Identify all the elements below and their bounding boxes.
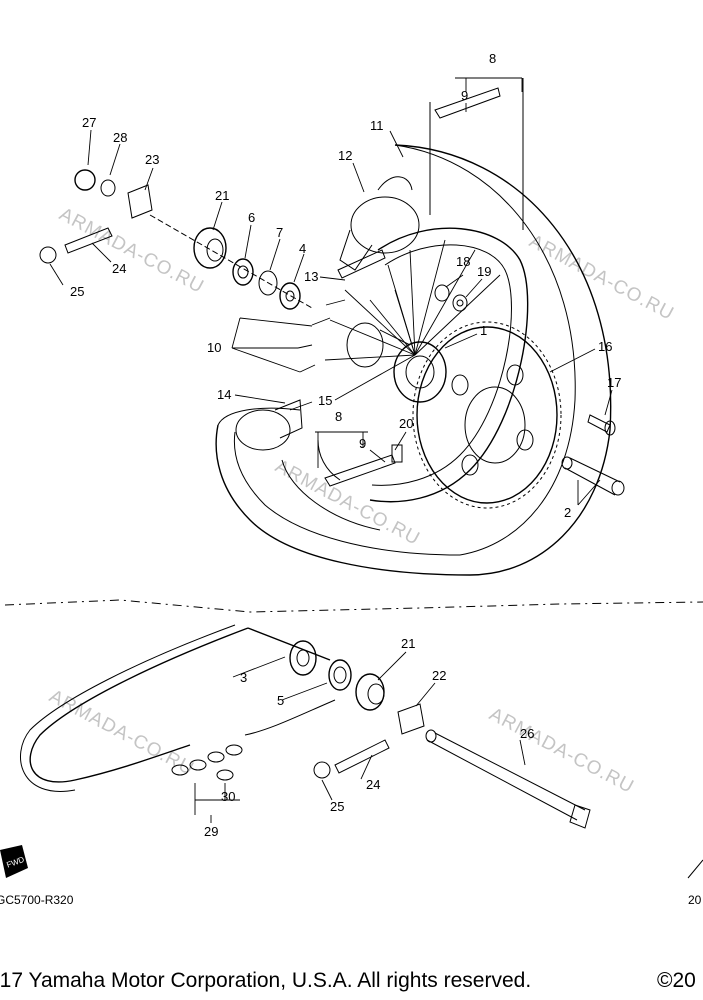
break-line [4, 599, 703, 613]
sprocket [412, 321, 562, 509]
lower-bearings [289, 640, 385, 711]
callout-7: 7 [276, 225, 283, 240]
rim [317, 227, 529, 503]
axle [425, 729, 591, 829]
lower-bolt [313, 739, 390, 779]
callout-9: 9 [461, 88, 468, 103]
callout-26: 26 [520, 726, 534, 741]
callout-1: 1 [480, 323, 487, 338]
fwd-arrow-icon: FWD [0, 845, 28, 878]
copyright-bar: 017 Yamaha Motor Corporation, U.S.A. All… [0, 967, 703, 1000]
chain-joint [171, 744, 243, 781]
callout-13: 13 [304, 269, 318, 284]
callout-24-lower: 24 [366, 777, 380, 792]
callout-6: 6 [248, 210, 255, 225]
callout-3: 3 [240, 670, 247, 685]
callout-8: 8 [489, 51, 496, 66]
watermarks: ARMADA-CO.RU ARMADA-CO.RU ARMADA-CO.RU A… [46, 204, 678, 798]
rim-strip [324, 454, 396, 487]
drawing-code: GC5700-R320 [0, 893, 74, 907]
callout-19: 19 [477, 264, 491, 279]
callout-25-lower: 25 [330, 799, 344, 814]
callout-12: 12 [338, 148, 352, 163]
callout-22: 22 [432, 668, 446, 683]
callout-25: 25 [70, 284, 84, 299]
callout-10: 10 [207, 340, 221, 355]
callout-2: 2 [564, 505, 571, 520]
nut-washer [434, 284, 468, 312]
bolt [587, 414, 616, 436]
callout-11: 11 [370, 118, 384, 133]
chain-guide [235, 399, 303, 451]
callout-17: 17 [607, 375, 621, 390]
callout-8-lower: 8 [335, 409, 342, 424]
callout-21: 21 [215, 188, 229, 203]
frame-lines [429, 78, 524, 230]
leader-lines [49, 77, 613, 823]
callout-30: 30 [221, 789, 235, 804]
rim-lock [337, 249, 386, 279]
callout-16: 16 [598, 339, 612, 354]
callouts: 8 9 11 12 13 27 28 23 21 6 7 4 24 25 18 … [70, 51, 621, 839]
adjuster-parts [74, 169, 153, 219]
drive-chain [20, 624, 336, 792]
callout-27: 27 [82, 115, 96, 130]
callout-18: 18 [456, 254, 470, 269]
copyright-text-right: ©20 [657, 969, 696, 992]
collar [561, 456, 625, 496]
callout-15: 15 [318, 393, 332, 408]
callout-23: 23 [145, 152, 159, 167]
hub [346, 322, 447, 403]
left-bearings [149, 214, 313, 310]
drawing-code-right: 20 [688, 893, 702, 907]
chain-adjuster [397, 703, 425, 735]
callout-14: 14 [217, 387, 231, 402]
spoke-nipples [297, 299, 346, 373]
callout-24: 24 [112, 261, 126, 276]
rear-tire [215, 144, 612, 576]
copyright-text: 017 Yamaha Motor Corporation, U.S.A. All… [0, 969, 532, 992]
rim-band [339, 176, 420, 271]
watermark: ARMADA-CO.RU [526, 231, 678, 325]
callout-28: 28 [113, 130, 127, 145]
callout-5: 5 [277, 693, 284, 708]
rim-strip [434, 87, 501, 119]
adjust-bolt [39, 227, 113, 264]
callout-4: 4 [299, 241, 306, 256]
callout-9-lower: 9 [359, 436, 366, 451]
callout-29: 29 [204, 824, 218, 839]
spokes [324, 239, 501, 401]
callout-20: 20 [399, 416, 413, 431]
callout-21-lower: 21 [401, 636, 415, 651]
corner-mark-icon [687, 859, 703, 879]
